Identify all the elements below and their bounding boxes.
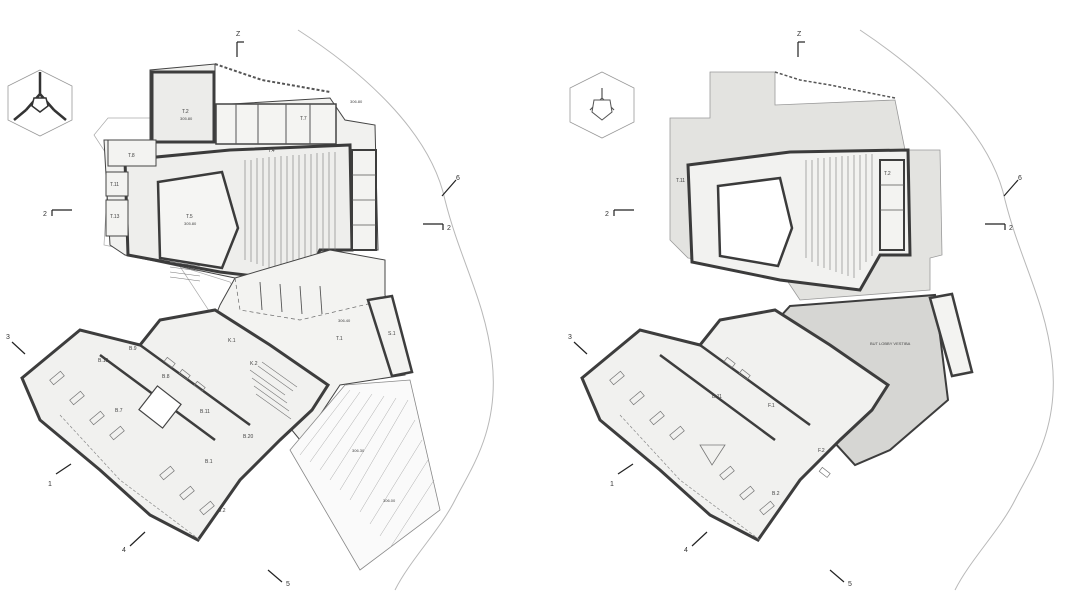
label-B2: B.2 <box>218 508 226 514</box>
upper-section-marker-right: 2 <box>985 223 1013 232</box>
label-S1: S.1 <box>388 331 396 337</box>
label-upper-B11: B.11 <box>712 394 722 400</box>
section-marker-6: 6 <box>441 175 460 197</box>
library-wing <box>20 308 331 542</box>
stage <box>156 170 240 270</box>
section-marker-left: 2 <box>43 209 72 218</box>
label-T8: T.8 <box>128 153 135 159</box>
svg-text:4: 4 <box>684 547 688 554</box>
upper-library-wing <box>580 308 891 542</box>
svg-text:2: 2 <box>43 211 47 218</box>
section-marker-3: 3 <box>6 334 26 355</box>
upper-section-marker-1: 1 <box>610 463 634 488</box>
label-B20: B.20 <box>243 434 254 440</box>
upper-furniture <box>609 356 831 516</box>
upper-section-marker-left: 2 <box>605 209 634 218</box>
site-boundary-upper <box>859 29 1054 591</box>
label-T2-level: 305.80 <box>180 116 193 121</box>
label-B7: B.7 <box>115 408 123 414</box>
upper-seating <box>805 154 873 278</box>
hall-seating <box>249 361 298 420</box>
section-marker-top: Z <box>236 31 244 57</box>
furniture-tables <box>49 356 215 516</box>
label-T4: T.4 <box>268 148 275 154</box>
svg-text:3: 3 <box>568 334 572 341</box>
svg-text:2: 2 <box>1009 225 1013 232</box>
upper-section-marker-6: 6 <box>1003 175 1022 197</box>
lobby-annotation: BUT LOBBY VESTIBA <box>870 341 911 346</box>
svg-text:2: 2 <box>447 225 451 232</box>
label-K1: K.1 <box>228 338 236 344</box>
upper-section-marker-top: Z <box>797 31 805 57</box>
room-T11 <box>105 171 129 197</box>
label-T2: T.2 <box>182 109 189 115</box>
label-K2: K.2 <box>250 361 258 367</box>
room-T2 <box>150 70 216 144</box>
room-T8 <box>107 139 157 167</box>
label-T13: T.13 <box>110 214 120 220</box>
section-marker-4: 4 <box>122 531 146 554</box>
upper-stage-void <box>716 176 794 268</box>
svg-text:3: 3 <box>6 334 10 341</box>
svg-text:1: 1 <box>48 481 52 488</box>
label-B11: B.11 <box>200 409 210 415</box>
section-marker-5: 5 <box>267 569 290 588</box>
svg-text:4: 4 <box>122 547 126 554</box>
orientation-symbol <box>7 69 73 137</box>
svg-text:6: 6 <box>456 175 460 182</box>
stage-steps <box>169 261 201 282</box>
label-upper-T2: T.2 <box>884 171 891 177</box>
orientation-symbol-upper <box>569 71 635 139</box>
room-T13 <box>105 199 129 237</box>
level-1: 306.80 <box>350 99 363 104</box>
label-T5: T.5 <box>186 214 193 220</box>
svg-text:5: 5 <box>848 581 852 588</box>
exterior-stairs <box>289 379 441 571</box>
label-upper-F2: F.2 <box>818 448 825 454</box>
svg-text:5: 5 <box>286 581 290 588</box>
label-upper-T11: T.11 <box>676 178 685 184</box>
auditorium-seating <box>244 152 336 278</box>
label-B8: B.8 <box>162 374 170 380</box>
svg-text:Z: Z <box>236 31 241 38</box>
upper-section-marker-5: 5 <box>829 569 852 588</box>
upper-section-marker-3: 3 <box>568 334 588 355</box>
upper-floor-plan: T.11 T.2 B.2 B.11 F.1 F.2 BUT LOBBY VEST… <box>568 29 1054 591</box>
lobby-partitions <box>259 281 323 315</box>
label-B10: B.10 <box>98 358 109 364</box>
section-marker-right: 2 <box>423 223 451 232</box>
label-T11: T.11 <box>110 182 119 188</box>
dressing-rooms <box>215 103 337 145</box>
svg-text:6: 6 <box>1018 175 1022 182</box>
svg-text:2: 2 <box>605 211 609 218</box>
ground-floor-plan: T.2 305.80 T.5 305.80 T.8 T.11 T.13 T.4 … <box>6 29 494 591</box>
level-4: 306.00 <box>383 498 396 503</box>
svg-text:1: 1 <box>610 481 614 488</box>
svg-text:Z: Z <box>797 31 802 38</box>
level-3: 306.30 <box>352 448 365 453</box>
label-upper-B2: B.2 <box>772 491 780 497</box>
section-marker-1: 1 <box>48 463 72 488</box>
level-2: 306.40 <box>338 318 351 323</box>
label-upper-F1: F.1 <box>768 403 775 409</box>
label-B9: B.9 <box>129 346 137 352</box>
roof-edge <box>214 63 331 93</box>
label-T7: T.7 <box>300 116 307 122</box>
label-B1: B.1 <box>205 459 213 465</box>
label-T1: T.1 <box>336 336 343 342</box>
label-T5-level: 305.80 <box>184 221 197 226</box>
upper-section-marker-4: 4 <box>684 531 708 554</box>
site-boundary <box>297 29 494 591</box>
